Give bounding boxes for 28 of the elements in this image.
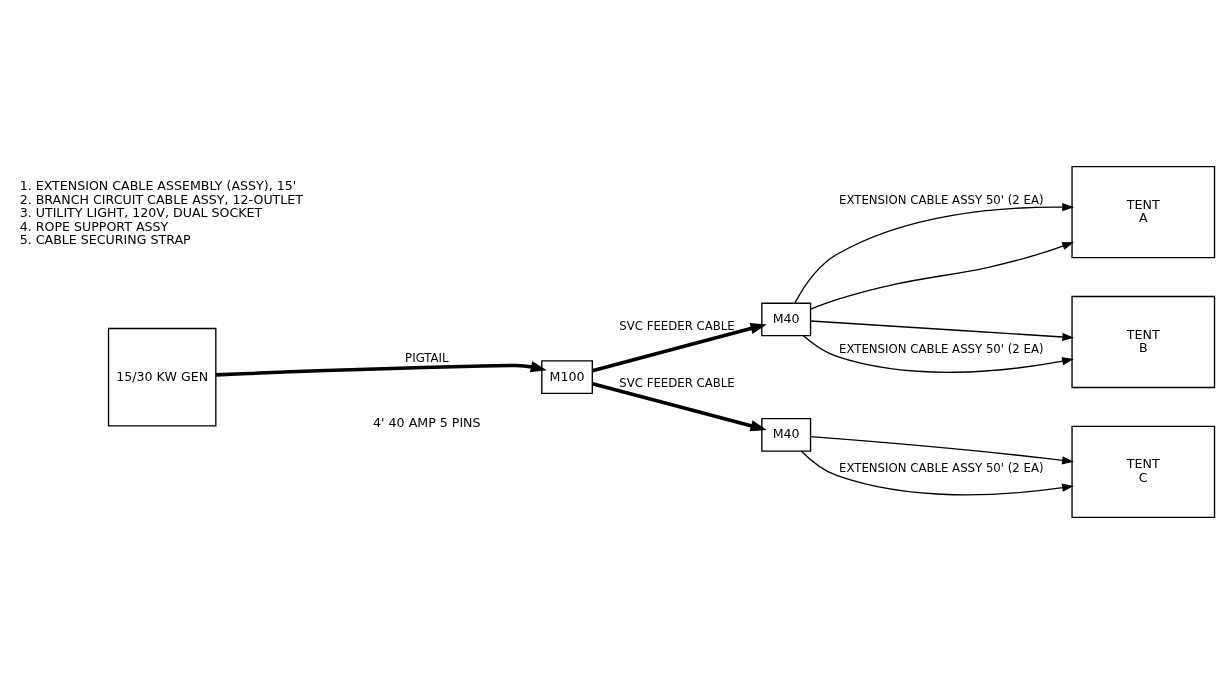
arrow — [592, 322, 767, 372]
label: 2. BRANCH CIRCUIT CABLE ASSY, 12-OUTLET — [19, 191, 304, 207]
label: 4' 40 AMP 5 PINS — [373, 414, 481, 430]
arrow — [592, 381, 767, 431]
arrow — [794, 202, 1074, 304]
edge-label: EXTENSION CABLE ASSY 50' (2 EA) — [839, 460, 1044, 475]
node-box: TENT B — [1071, 295, 1216, 388]
edge-label: EXTENSION CABLE ASSY 50' (2 EA) — [839, 192, 1044, 207]
label: 3. UTILITY LIGHT, 120V, DUAL SOCKET — [19, 204, 263, 220]
node-box: M40 — [761, 302, 812, 336]
node-box: 15/30 KW GEN — [107, 327, 217, 427]
label: 1. EXTENSION CABLE ASSEMBLY (ASSY), 15' — [19, 177, 297, 193]
node-box: TENT C — [1071, 425, 1216, 518]
node-box: M100 — [541, 359, 593, 394]
arrow — [216, 360, 547, 377]
arrow — [810, 435, 1074, 464]
edge-label: SVC FEEDER CABLE — [619, 318, 735, 333]
arrow — [800, 450, 1074, 495]
node-box: TENT A — [1071, 165, 1216, 258]
edge-label: EXTENSION CABLE ASSY 50' (2 EA) — [839, 341, 1044, 356]
arrow — [810, 241, 1074, 310]
edge-label: PIGTAIL — [405, 350, 449, 365]
arrow — [802, 334, 1074, 373]
node-box: M40 — [761, 417, 812, 452]
arrow — [810, 319, 1075, 341]
edge-label: SVC FEEDER CABLE — [619, 375, 735, 390]
label: 5. CABLE SECURING STRAP — [19, 231, 191, 247]
label: 4. ROPE SUPPORT ASSY — [19, 218, 169, 234]
